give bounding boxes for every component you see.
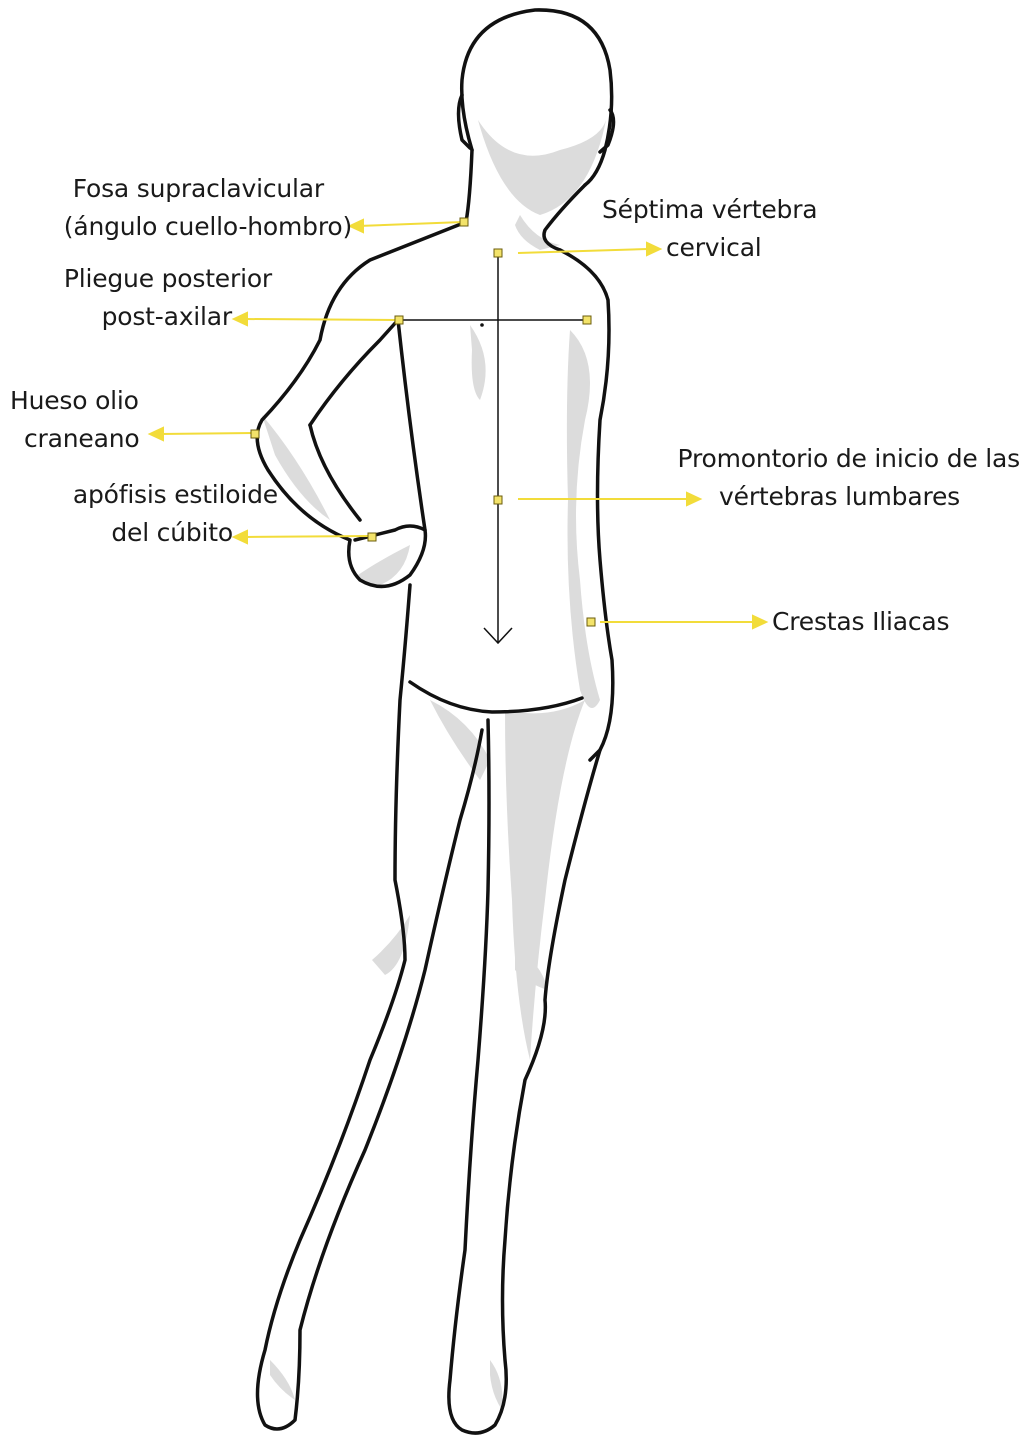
label-line: cervical bbox=[602, 229, 862, 267]
label-hueso-olio: Hueso olio craneano bbox=[10, 382, 170, 458]
arrow-pliegue bbox=[234, 313, 247, 325]
label-crestas-iliacas: Crestas Iliacas bbox=[772, 603, 1002, 641]
label-line: Fosa supraclavicular bbox=[22, 170, 352, 208]
label-line: Hueso olio bbox=[10, 382, 170, 420]
arrow-crestas bbox=[753, 616, 766, 628]
label-line: apófisis estiloide bbox=[20, 476, 278, 514]
marker-fosa bbox=[460, 218, 468, 226]
body-shading bbox=[262, 120, 606, 1410]
marker-septima bbox=[494, 249, 502, 257]
label-line: craneano bbox=[10, 420, 170, 458]
label-line: Promontorio de inicio de las bbox=[640, 440, 1020, 478]
label-line: (ángulo cuello-hombro) bbox=[22, 208, 352, 246]
label-apofisis-estiloide: apófisis estiloide del cúbito bbox=[20, 476, 278, 552]
small-dot bbox=[480, 323, 484, 327]
marker-promontorio bbox=[494, 496, 502, 504]
label-line: vértebras lumbares bbox=[640, 478, 1020, 516]
label-septima-vertebra: Séptima vértebra cervical bbox=[602, 191, 862, 267]
label-promontorio: Promontorio de inicio de las vértebras l… bbox=[640, 440, 1020, 516]
label-pliegue-posterior: Pliegue posterior post-axilar bbox=[20, 260, 232, 336]
marker-crestas bbox=[587, 618, 595, 626]
measurement-lines bbox=[398, 253, 587, 643]
marker-pliegue bbox=[395, 316, 403, 324]
landmark-markers bbox=[251, 218, 595, 626]
marker-pliegue-right bbox=[583, 316, 591, 324]
marker-apofisis bbox=[368, 533, 376, 541]
label-line: post-axilar bbox=[20, 298, 232, 336]
marker-hueso bbox=[251, 430, 259, 438]
label-fosa-supraclavicular: Fosa supraclavicular (ángulo cuello-homb… bbox=[22, 170, 352, 246]
label-line: Pliegue posterior bbox=[20, 260, 272, 298]
label-line: del cúbito bbox=[20, 514, 278, 552]
label-line: Séptima vértebra bbox=[602, 191, 862, 229]
label-line: Crestas Iliacas bbox=[772, 603, 1002, 641]
